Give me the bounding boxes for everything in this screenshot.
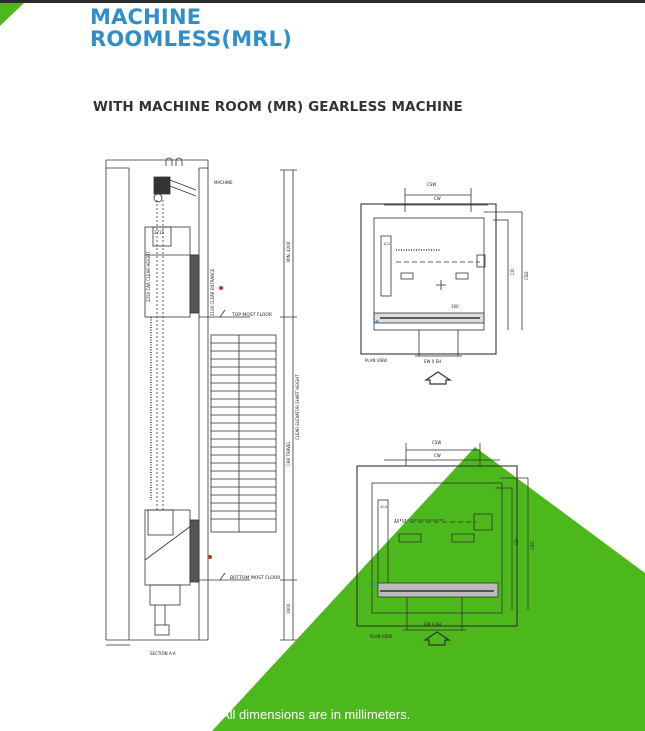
title-line-1: MACHINE [90,5,202,29]
title-line-2: ROOMLESS(MRL) [90,27,293,51]
plan-view-top [360,188,523,385]
plan-top-caption: PLAN VIEW [365,358,387,363]
blue-marker-bottom [372,582,376,586]
plan-top-csw: CSW [427,182,436,187]
plan-top-cw: CW [434,196,441,201]
page-title: MACHINE ROOMLESS(MRL) [90,6,292,50]
plan-bottom-csw: CSW [432,440,441,445]
plan-bottom-cw: CW [434,453,441,458]
top-border [0,0,645,3]
plan-top-ew-eh: EW X EH [424,359,441,364]
clear-height-label: CLEAR ELEVATOR SHAFT HEIGHT [295,374,300,440]
plan-top-cd: CD [510,269,515,275]
car-travel-label: CAR TRAVEL [286,441,291,466]
plan-view-bottom [356,443,529,646]
blue-marker-top [375,320,379,324]
corner-accent [0,3,24,26]
plan-bottom-s1: 1C4 [380,505,388,509]
page-subtitle: WITH MACHINE ROOM (MR) GEARLESS MACHINE [93,99,463,115]
dim-pit-label: 1600 [286,603,291,614]
car-clear-height-label: 2250 CAR CLEAR HEIGHT [146,251,151,302]
plan-top-100: 100 [451,304,459,309]
dimensions-footnote: All dimensions are in millimeters. [221,707,411,722]
plan-bottom-ew-eh: EW X EH [424,622,441,627]
min-dim-label: MIN. 4200 [286,241,291,262]
plan-bottom-caption: PLAN VIEW [370,634,392,639]
clear-entrance-label: 2100 CLEAR ENTRANCE [210,268,215,316]
red-marker-top [219,286,223,290]
elevation-section-drawing [105,157,297,646]
red-marker-bottom [208,555,212,559]
plan-top-csd: CSD [524,272,529,280]
plan-bottom-cd: CD [514,539,519,545]
machine-note-label: MACHINE [214,180,233,185]
top-floor-label: TOP MOST FLOOR [231,312,272,318]
plan-top-s1: 1C4 [383,242,391,246]
section-caption: SECTION A-A [150,651,176,656]
plan-bottom-csd: CSD [530,542,535,550]
dim-top-label: 2715 [154,230,165,235]
bottom-floor-label: BOTTOM MOST FLOOR [230,575,280,581]
